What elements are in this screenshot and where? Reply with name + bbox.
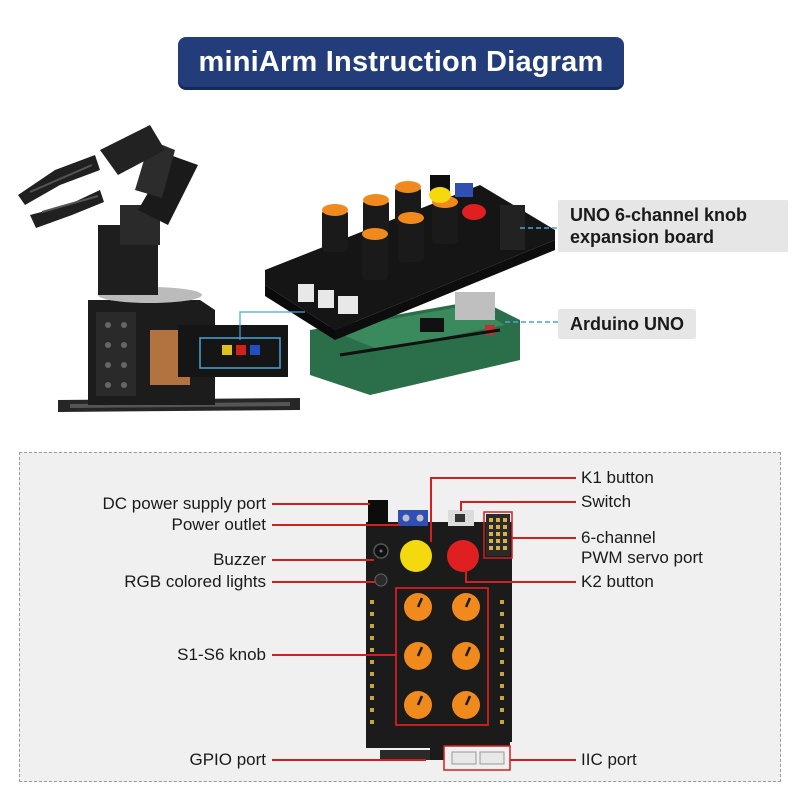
leader-switch-drop [460, 501, 462, 511]
expansion-board-callout: UNO 6-channel knob expansion board [558, 200, 788, 252]
power-terminal [398, 510, 428, 526]
page-title: miniArm Instruction Diagram [198, 45, 604, 78]
arm-wrist [100, 125, 165, 175]
expansion-k2-button [462, 204, 486, 220]
dc-jack [368, 500, 388, 524]
k1-button [400, 540, 432, 572]
leader-buzzer [272, 559, 374, 561]
leader-k2-rise [465, 570, 467, 582]
gpio-pins [370, 600, 504, 724]
leader-knobs [272, 654, 396, 656]
label-gpio: GPIO port [189, 750, 266, 769]
title-banner: miniArm Instruction Diagram [178, 37, 624, 87]
expansion-k1-button [429, 187, 451, 203]
knob-grid [404, 593, 480, 719]
leader-power-outlet [272, 524, 400, 526]
expansion-knobs [322, 181, 458, 280]
label-pwm-line1: 6-channel [581, 528, 656, 547]
leader-gpio [272, 759, 426, 761]
label-power-outlet: Power outlet [171, 515, 267, 534]
leader-dc-power [272, 503, 370, 505]
expansion-board-callout-line1: UNO 6-channel knob [570, 205, 748, 225]
label-pwm-line2: PWM servo port [581, 548, 703, 567]
knob-frame [395, 587, 489, 726]
rgb-led [374, 573, 388, 587]
arm-upper-link [138, 155, 198, 225]
label-iic: IIC port [581, 750, 637, 769]
leader-switch [460, 501, 576, 503]
label-k1: K1 button [581, 468, 654, 487]
leader-k2 [465, 581, 576, 583]
label-knobs: S1-S6 knob [177, 645, 266, 664]
label-rgb: RGB colored lights [124, 572, 266, 591]
arm-and-board-illustration [18, 125, 558, 412]
label-buzzer: Buzzer [213, 550, 266, 569]
arduino-usb-port [455, 292, 495, 320]
leader-rgb [272, 581, 375, 583]
label-dc-power: DC power supply port [102, 494, 266, 513]
label-switch: Switch [581, 492, 632, 511]
leader-k1 [430, 477, 576, 479]
leader-pwm [512, 537, 576, 539]
k2-button [447, 540, 479, 572]
arduino-callout: Arduino UNO [558, 309, 696, 339]
leader-k1-drop [430, 477, 432, 542]
label-k2: K2 button [581, 572, 654, 591]
expansion-board-callout-line2: expansion board [570, 227, 715, 247]
leader-iic [510, 759, 576, 761]
